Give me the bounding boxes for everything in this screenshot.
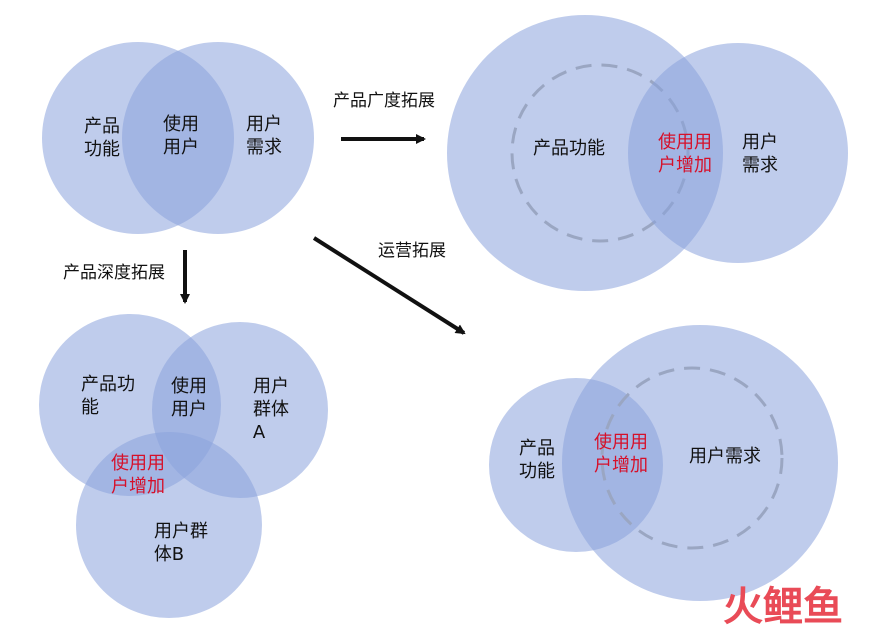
- user-group-b-label-2: 体B: [154, 544, 184, 565]
- original-demand-dashed-circle: [600, 366, 784, 550]
- operations-arrow: [312, 236, 466, 335]
- active-users-label: 使用: [163, 114, 199, 135]
- user-demand-label: 用户需求: [689, 446, 761, 467]
- user-group-a-label-3: A: [253, 422, 266, 443]
- active-users-label: 使用: [171, 376, 207, 397]
- product-function-label: 产品: [84, 116, 120, 137]
- venn-depth: 产品功 能 使用 用户 用户 群体 A 使用用 户增加 用户群 体B: [39, 314, 328, 618]
- venn-basic: 产品 功能 使用 用户 用户 需求: [42, 42, 314, 234]
- user-growth-label-2: 户增加: [658, 155, 712, 176]
- user-demand-label: 用户: [742, 132, 778, 153]
- watermark-logo: 火鲤鱼: [723, 584, 843, 630]
- product-function-label-2: 功能: [84, 139, 120, 160]
- user-demand-label: 用户: [246, 114, 282, 135]
- user-group-b-circle: [76, 432, 262, 618]
- expanded-demand-circle: [562, 325, 838, 601]
- depth-arrow-label: 产品深度拓展: [63, 263, 165, 283]
- product-function-label-2: 能: [81, 397, 99, 418]
- venn-operations: 产品 功能 使用用 户增加 用户需求: [489, 325, 838, 601]
- user-demand-label-2: 需求: [742, 155, 778, 176]
- user-group-a-label-2: 群体: [253, 399, 289, 420]
- user-growth-label-2: 户增加: [111, 476, 165, 497]
- venn-breadth: 产品功能 使用用 户增加 用户 需求: [447, 15, 848, 291]
- product-function-label-2: 功能: [519, 461, 555, 482]
- user-demand-circle: [628, 43, 848, 263]
- user-demand-circle: [122, 42, 314, 234]
- product-function-label: 产品功: [81, 374, 135, 395]
- user-growth-label: 使用用: [111, 453, 165, 474]
- user-group-b-label: 用户群: [154, 521, 208, 542]
- user-group-a-label: 用户: [253, 376, 289, 397]
- operations-arrow-label: 运营拓展: [378, 241, 446, 261]
- user-growth-label: 使用用: [594, 432, 648, 453]
- user-demand-label-2: 需求: [246, 137, 282, 158]
- product-function-label: 产品功能: [533, 138, 605, 159]
- active-users-label-2: 用户: [163, 137, 199, 158]
- active-users-label-2: 用户: [171, 399, 207, 420]
- user-growth-label: 使用用: [658, 132, 712, 153]
- product-function-label: 产品: [519, 438, 555, 459]
- breadth-arrow-label: 产品广度拓展: [333, 91, 435, 111]
- user-growth-label-2: 户增加: [594, 455, 648, 476]
